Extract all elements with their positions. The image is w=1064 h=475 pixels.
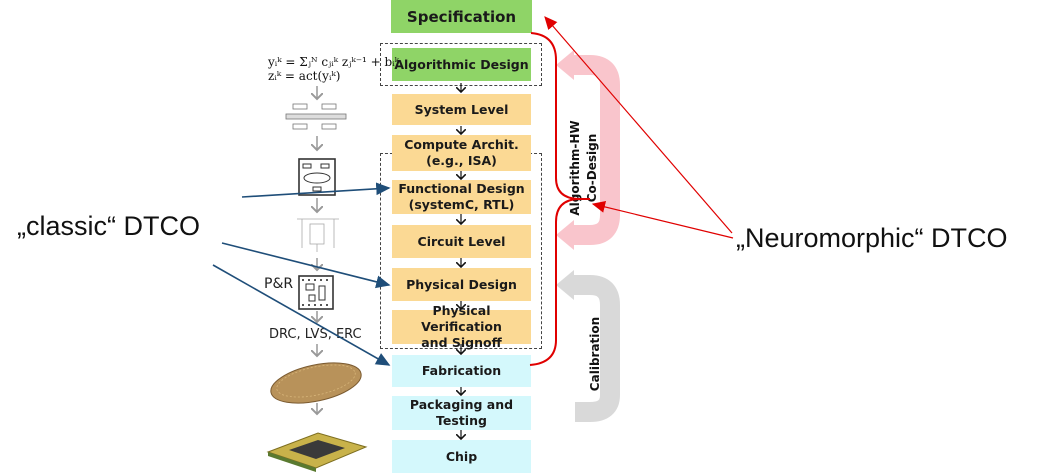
codesign-arrowhead-top (556, 50, 574, 80)
codesign-loop-arrow (570, 55, 620, 245)
chip-icon (266, 432, 368, 472)
physical-design-box: Physical Design (392, 268, 531, 301)
classic-dtco-label: „classic“ DTCO (17, 211, 200, 241)
classic-dtco-arrows (212, 182, 391, 366)
equation-line-2: zᵢᵏ = act(yᵢᵏ) (268, 69, 341, 83)
compute-archit-box: Compute Archit. (e.g., ISA) (392, 135, 531, 171)
neuromorphic-dtco-arrows (544, 16, 734, 239)
system-block-icon (285, 103, 347, 130)
neuromorphic-dtco-label: „Neuromorphic“ DTCO (736, 223, 1008, 253)
classic-arrow-functional (241, 182, 391, 198)
pnr-label: P&R (264, 276, 294, 292)
packaging-box: Packaging and Testing (392, 396, 531, 430)
fabrication-box: Fabrication (392, 355, 531, 387)
codesign-arrowhead-bottom (556, 220, 574, 250)
calibration-loop-arrow (570, 275, 620, 422)
equation-line-1: yᵢᵏ = Σⱼᴺ cⱼᵢᵏ zⱼᵏ⁻¹ + bᵢᵏ (268, 55, 399, 69)
equation: yᵢᵏ = Σⱼᴺ cⱼᵢᵏ zⱼᵏ⁻¹ + bᵢᵏ zᵢᵏ = act(yᵢᵏ… (268, 55, 399, 83)
circuit-level-box: Circuit Level (392, 225, 531, 258)
drc-label: DRC, LVS, ERC (269, 327, 362, 342)
classic-arrow-fabrication (212, 264, 391, 366)
functional-design-box: Functional Design (systemC, RTL) (392, 180, 531, 214)
wafer-icon (270, 362, 362, 404)
codesign-bracket (530, 32, 590, 200)
calibration-bracket (529, 198, 579, 366)
circuit-schematic-icon (297, 218, 339, 252)
system-level-box: System Level (392, 94, 531, 125)
neuromorphic-arrow-codesign (591, 201, 734, 239)
architecture-icon (298, 158, 336, 196)
neuromorphic-brackets (529, 32, 590, 366)
pnr-layout-icon (298, 275, 334, 310)
specification-box: Specification (391, 0, 532, 33)
classic-arrow-physical (221, 242, 391, 289)
chip-box: Chip (392, 440, 531, 473)
calibration-arrowhead (556, 270, 574, 300)
neuromorphic-arrow-spec (544, 16, 733, 234)
algorithmic-design-box: Algorithmic Design (392, 48, 531, 81)
